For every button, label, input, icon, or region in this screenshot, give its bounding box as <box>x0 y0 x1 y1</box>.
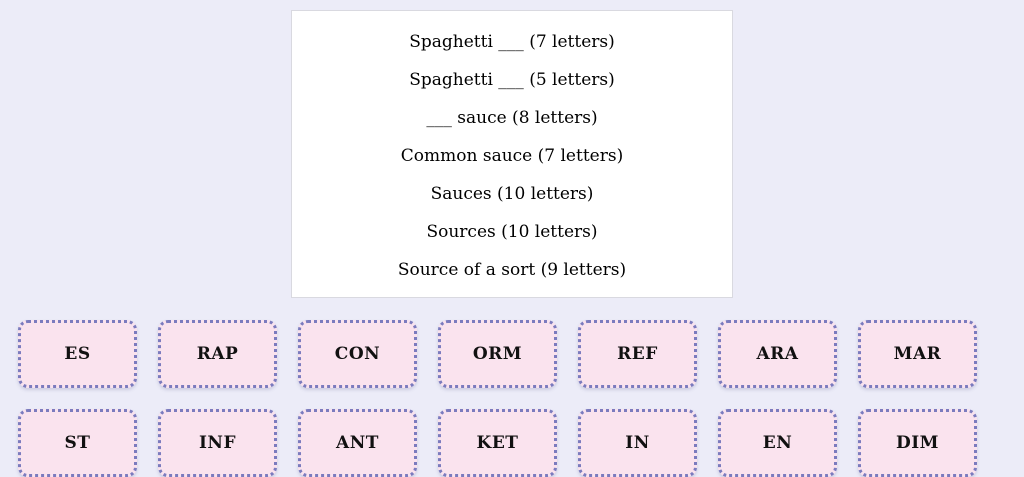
letter-tile[interactable]: ST <box>18 409 137 477</box>
letter-tile[interactable]: ANT <box>298 409 417 477</box>
clue-line: ___ sauce (8 letters) <box>426 108 598 128</box>
letter-tile[interactable]: RAP <box>158 320 277 388</box>
letter-tile[interactable]: CON <box>298 320 417 388</box>
letter-tile[interactable]: KET <box>438 409 557 477</box>
letter-tile[interactable]: INF <box>158 409 277 477</box>
letter-tile[interactable]: DIM <box>858 409 977 477</box>
tile-row-2: ST INF ANT KET IN EN DIM <box>18 409 977 477</box>
clue-line: Source of a sort (9 letters) <box>397 260 627 280</box>
letter-tile[interactable]: REF <box>578 320 697 388</box>
letter-tile[interactable]: ORM <box>438 320 557 388</box>
letter-tile[interactable]: MAR <box>858 320 977 388</box>
clue-line: Spaghetti ___ (7 letters) <box>409 32 615 52</box>
clue-line: Sauces (10 letters) <box>430 184 594 204</box>
clue-line: Spaghetti ___ (5 letters) <box>409 70 615 90</box>
letter-tile[interactable]: ES <box>18 320 137 388</box>
clue-card: Spaghetti ___ (7 letters) Spaghetti ___ … <box>291 10 733 298</box>
letter-tile[interactable]: IN <box>578 409 697 477</box>
letter-tile[interactable]: EN <box>718 409 837 477</box>
clue-line: Common sauce (7 letters) <box>400 146 624 166</box>
clue-line: Sources (10 letters) <box>426 222 598 242</box>
letter-tile[interactable]: ARA <box>718 320 837 388</box>
tile-row-1: ES RAP CON ORM REF ARA MAR <box>18 320 977 388</box>
